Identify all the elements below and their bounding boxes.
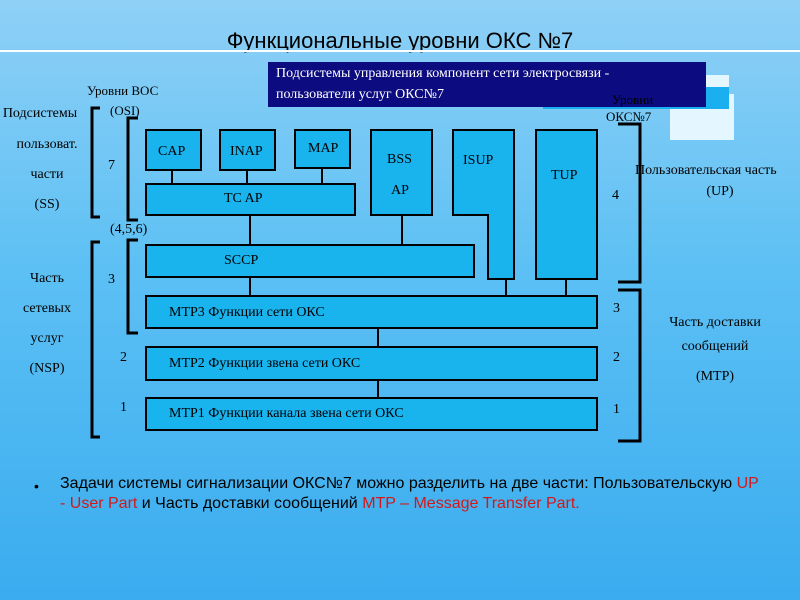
map-tcap-link (321, 168, 323, 185)
ss-label-4: (SS) (34, 197, 60, 212)
mtp1-block: MTP1 Функции канала звена сети ОКС (145, 397, 598, 431)
oks-levels-sublabel: ОКС№7 (606, 109, 652, 124)
mtp3-mtp2-link (377, 327, 379, 348)
up-label-1: Пользовательская часть (635, 163, 777, 178)
mtp-label-1: Часть доставки (669, 315, 761, 330)
mtp1-label: MTP1 Функции канала звена сети ОКС (169, 406, 404, 421)
osi-3-bracket (126, 238, 138, 335)
bullet-text-2: и Часть доставки сообщений (137, 495, 363, 512)
mtp3-block: MTP3 Функции сети ОКС (145, 295, 598, 329)
mtp2-block: MTP2 Функции звена сети ОКС (145, 346, 598, 381)
nsp-bracket (90, 240, 100, 439)
nsp-label-1: Часть (29, 271, 65, 286)
sccp-mtp3-link (249, 276, 251, 297)
nsp-label-2: сетевых (23, 301, 71, 316)
osi-7-bracket (126, 116, 138, 222)
bullet-text-1: Задачи системы сигнализации ОКС№7 можно … (60, 475, 737, 492)
mtp2-label: MTP2 Функции звена сети ОКС (169, 356, 361, 371)
isup-label: ISUP (463, 153, 494, 168)
oks-levels-label: Уровни (612, 92, 654, 107)
title-underline (0, 50, 800, 52)
osi-level-456: (4,5,6) (110, 222, 148, 237)
oks-level-1: 1 (613, 402, 620, 417)
header-box-line1: Подсистемы управления компонент сети эле… (276, 66, 610, 81)
bssap-sccp-link (401, 215, 403, 246)
mtp2-mtp1-link (377, 379, 379, 399)
map-label: MAP (308, 141, 339, 156)
header-box: Подсистемы управления компонент сети эле… (268, 62, 706, 107)
mtp-label-3: (MTP) (695, 369, 735, 384)
inap-tcap-link (246, 170, 248, 185)
up-label-2: (UP) (706, 184, 734, 199)
tup-block: TUP (535, 129, 598, 280)
osi-level-3: 3 (108, 272, 115, 287)
ss-label-2: пользоват. (16, 137, 78, 152)
osi-level-1: 1 (120, 400, 127, 415)
tcap-block: TC AP (145, 183, 356, 216)
cap-tcap-link (171, 170, 173, 185)
bssap-block: BSS AP (370, 129, 433, 216)
cap-label: CAP (158, 144, 186, 159)
inap-label: INAP (230, 144, 263, 159)
inap-block: INAP (219, 129, 276, 171)
map-block: MAP (294, 129, 351, 169)
tcap-label: TC AP (224, 191, 263, 206)
bullet-up-term: UP - User Part (60, 475, 759, 512)
bullet-dot: • (34, 478, 39, 494)
tup-label: TUP (551, 168, 578, 183)
header-box-line2: пользователи услуг ОКС№7 (276, 87, 444, 102)
ss-label-3: части (30, 167, 64, 182)
up-bracket (618, 122, 642, 284)
osi-levels-label: Уровни ВОС (87, 83, 159, 98)
sccp-label: SCCP (224, 253, 259, 268)
isup-mtp3-link (505, 278, 507, 297)
bullet-paragraph: Задачи системы сигнализации ОКС№7 можно … (60, 474, 760, 514)
mtp3-label: MTP3 Функции сети ОКС (169, 305, 325, 320)
nsp-label-3: услуг (30, 331, 64, 346)
mtp-bracket (618, 288, 642, 443)
isup-block: ISUP (452, 129, 515, 216)
page-title: Функциональные уровни ОКС №7 (226, 28, 574, 53)
ss-bracket (90, 106, 100, 219)
tup-mtp3-link (565, 278, 567, 297)
oks-level-2: 2 (613, 350, 620, 365)
nsp-label-4: (NSP) (29, 361, 65, 376)
bullet-mtp-term: MTP – Message Transfer Part. (362, 495, 580, 512)
cap-block: CAP (145, 129, 202, 171)
ss-label-1: Подсистемы (2, 106, 78, 121)
osi-level-2: 2 (120, 350, 127, 365)
tcap-sccp-link (249, 215, 251, 246)
oks-level-3: 3 (613, 301, 620, 316)
osi-levels-sublabel: (OSI) (110, 103, 140, 118)
isup-block-stem (487, 214, 515, 280)
sccp-block: SCCP (145, 244, 475, 278)
bssap-label-1: BSS (387, 152, 412, 167)
bssap-label-2: AP (391, 183, 409, 198)
isup-block-inner-edge (452, 214, 489, 216)
osi-level-7: 7 (108, 158, 115, 173)
oks-level-4: 4 (612, 188, 619, 203)
mtp-label-2: сообщений (681, 339, 749, 354)
